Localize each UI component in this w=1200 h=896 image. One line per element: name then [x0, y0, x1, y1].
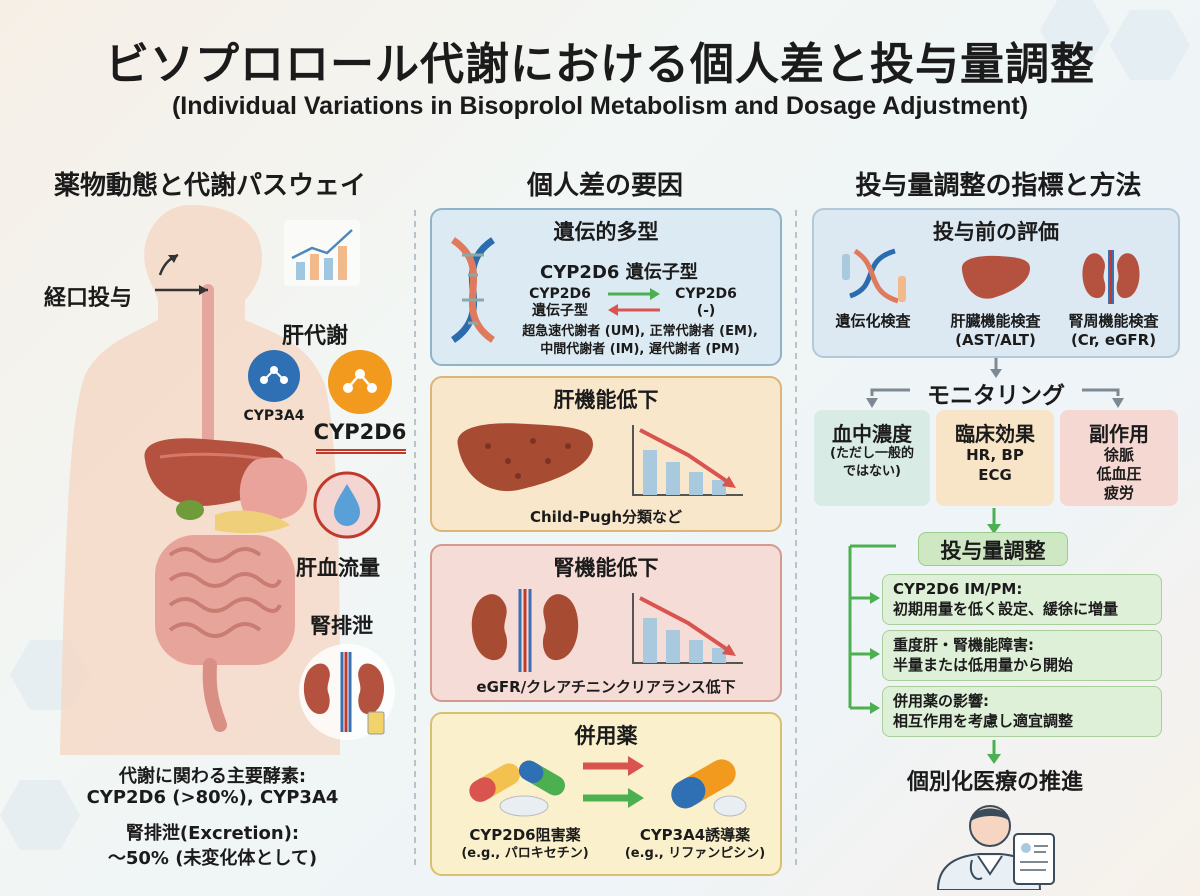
column-divider — [795, 210, 797, 870]
adjustment-item: 併用薬の影響: 相互作用を考慮し適宜調整 — [882, 686, 1162, 737]
clinical-effect-box — [936, 410, 1054, 506]
cyp2d6-label: CYP2D6 — [313, 420, 407, 444]
human-body-illustration — [60, 205, 340, 755]
blood-concentration-title: 血中濃度 — [832, 422, 912, 446]
clinical-effect-ecg: ECG — [978, 466, 1012, 484]
liver-test-icon — [961, 255, 1030, 299]
main-enzymes-values: CYP2D6 (>80%), CYP3A4 — [86, 787, 339, 808]
oral-administration-label: 経口投与 — [44, 286, 133, 311]
adjustment-flow-lines — [848, 544, 896, 714]
liver-dysfunction-title: 肝機能低下 — [553, 388, 659, 412]
clinical-effect-hr-bp: HR, BP — [966, 446, 1024, 464]
genotype-left-label-2: 遺伝子型 — [532, 303, 588, 319]
side-effect-fatigue: 疲労 — [1103, 484, 1134, 502]
page-subtitle: (Individual Variations in Bisoprolol Met… — [171, 92, 1029, 120]
page-title: ビソプロロール代謝における個人差と投与量調整 — [105, 39, 1095, 90]
down-arrow-icon — [987, 740, 1001, 764]
cyp3a4-inducer-label: CYP3A4誘導薬 — [639, 826, 751, 844]
dosage-adjustment-title-box — [918, 532, 1068, 566]
adjustment-item-condition: 併用薬の影響: — [893, 692, 989, 710]
middle-column-heading: 個人差の要因 — [526, 171, 683, 201]
background-hexagon — [1110, 10, 1190, 80]
metabolizer-types-line1: 超急速代謝者 (UM), 正常代謝者 (EM), — [522, 324, 758, 339]
genotype-subtitle: CYP2D6 遺伝子型 — [540, 262, 698, 283]
blood-concentration-box — [814, 410, 930, 506]
side-effects-title: 副作用 — [1089, 422, 1149, 446]
cyp3a4-inducer-example: (e.g., リファンピシン) — [624, 846, 766, 861]
adjustment-item: CYP2D6 IM/PM: 初期用量を低く設定、緩徐に増量 — [882, 574, 1162, 625]
kidney-icon — [299, 644, 395, 740]
down-arrow-icon — [987, 508, 1001, 534]
trend-chart-icon — [284, 220, 360, 286]
decline-chart-icon — [632, 425, 743, 496]
dna-test-icon — [842, 248, 906, 304]
cyp2d6-inhibitor-label: CYP2D6阻害薬 — [469, 826, 581, 844]
oral-arrow-icon — [155, 253, 208, 295]
decline-chart-icon — [632, 593, 743, 664]
genotype-right-label-1: CYP2D6 — [675, 286, 737, 302]
cyp2d6-enzyme-icon — [328, 350, 392, 414]
cyp3a4-enzyme-icon — [248, 350, 300, 402]
side-effect-bradycardia: 徐脈 — [1103, 446, 1134, 464]
adjustment-item-action: 相互作用を考慮し適宜調整 — [893, 712, 1074, 731]
genotype-right-label-2: (-) — [696, 303, 716, 319]
right-column-heading: 投与量調整の指標と方法 — [855, 171, 1142, 201]
flow-arrows — [866, 358, 1124, 408]
adjustment-item-action: 初期用量を低く設定、緩徐に増量 — [893, 600, 1119, 619]
interaction-arrows — [583, 756, 644, 808]
blood-drop-icon — [313, 471, 381, 539]
personalized-medicine-label: 個別化医療の推進 — [906, 770, 1083, 795]
adjustment-item-condition: 重度肝・腎機能障害: — [893, 636, 1034, 654]
kidney-pair-icon — [471, 589, 579, 672]
concomitant-drugs-title: 併用薬 — [574, 724, 638, 748]
side-effect-hypotension: 低血圧 — [1096, 465, 1142, 483]
genetic-test-label: 遺伝化検査 — [835, 312, 911, 330]
liver-test-label: 肝臓機能検査 — [950, 312, 1041, 330]
cyp3a4-label: CYP3A4 — [243, 408, 305, 424]
kidney-test-detail: (Cr, eGFR) — [1070, 331, 1157, 349]
cyp2d6-underline — [316, 449, 406, 454]
kidney-test-icon — [1082, 250, 1140, 304]
pre-assessment-title: 投与前の評価 — [933, 220, 1059, 244]
renal-excretion-heading: 腎排泄(Excretion): — [125, 823, 300, 844]
genotype-exchange-arrows — [608, 288, 660, 316]
child-pugh-caption: Child-Pugh分類など — [529, 508, 683, 526]
background-hexagon — [0, 780, 80, 850]
kidney-test-label: 腎周機能検査 — [1068, 312, 1159, 330]
renal-excretion-value: ～50% (未変化体として) — [107, 848, 318, 869]
column-divider — [414, 210, 416, 870]
clinical-effect-title: 臨床効果 — [955, 422, 1035, 446]
damaged-liver-icon — [457, 423, 593, 492]
hepatic-blood-flow-label: 肝血流量 — [296, 556, 380, 580]
cyp2d6-inhibitor-example: (e.g., パロキセチン) — [461, 846, 589, 861]
left-column-heading: 薬物動態と代謝パスウェイ — [53, 171, 366, 201]
genetic-polymorphism-title: 遺伝的多型 — [553, 220, 659, 244]
capsule-icon — [671, 759, 747, 817]
renal-excretion-label: 腎排泄 — [310, 614, 373, 638]
adjustment-item-condition: CYP2D6 IM/PM: — [893, 580, 1023, 598]
monitoring-title: モニタリング — [927, 383, 1065, 409]
liver-test-detail: (AST/ALT) — [955, 331, 1036, 349]
blood-concentration-note-1: (ただし一般的 — [830, 446, 914, 461]
dosage-adjustment-title: 投与量調整 — [940, 539, 1046, 563]
genotype-left-label-1: CYP2D6 — [529, 286, 591, 302]
doctor-icon — [936, 805, 1055, 890]
pills-icon — [469, 760, 565, 817]
dna-icon — [450, 237, 496, 343]
main-enzymes-heading: 代謝に関わる主要酵素: — [118, 766, 307, 787]
metabolizer-types-line2: 中間代謝者 (IM), 遅代謝者 (PM) — [540, 342, 740, 357]
kidney-dysfunction-title: 腎機能低下 — [553, 556, 659, 580]
blood-concentration-note-2: ではない) — [843, 464, 901, 479]
adjustment-item-action: 半量または低用量から開始 — [893, 656, 1074, 675]
egfr-caption: eGFR/クレアチニンクリアランス低下 — [476, 678, 736, 696]
liver-metabolism-label: 肝代謝 — [282, 324, 349, 349]
side-effects-box — [1060, 410, 1178, 506]
adjustment-item: 重度肝・腎機能障害: 半量または低用量から開始 — [882, 630, 1162, 681]
